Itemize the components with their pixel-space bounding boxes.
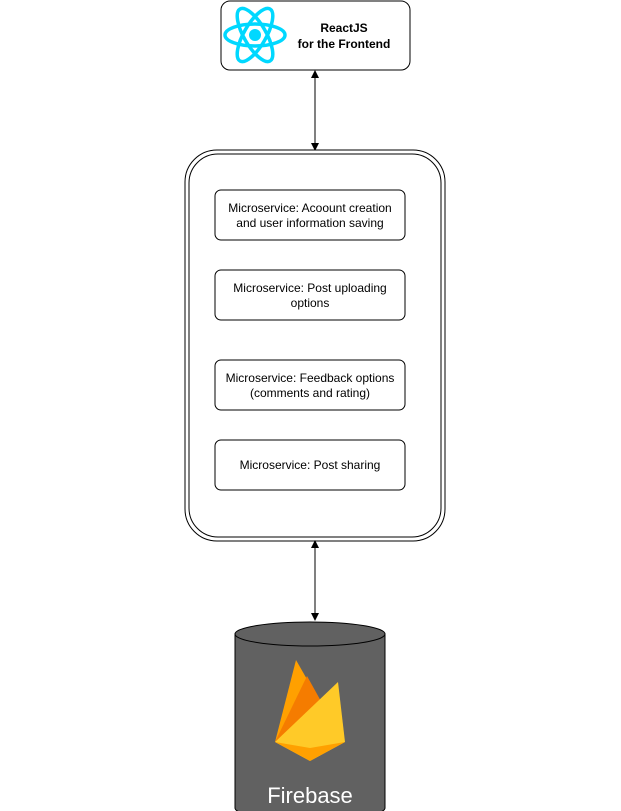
database-label: Firebase (267, 783, 353, 808)
frontend-node: ReactJS for the Frontend (220, 0, 411, 71)
microservice-account-creation: Microservice: Acoount creation and user … (214, 189, 406, 241)
firebase-database: Firebase (234, 621, 386, 811)
microservice-label-line1: Microservice: Acoount creation (228, 201, 391, 215)
microservice-label-line1: Microservice: Post uploading (233, 281, 386, 295)
microservice-label-line2: options (291, 296, 330, 310)
microservice-feedback: Microservice: Feedback options (comments… (214, 359, 406, 411)
microservice-label-line1: Microservice: Feedback options (226, 371, 395, 385)
microservice-post-uploading: Microservice: Post uploading options (214, 269, 406, 321)
microservice-label-line2: and user information saving (236, 216, 383, 230)
firebase-flame-icon (275, 660, 345, 761)
microservice-label-line1: Microservice: Post sharing (240, 458, 381, 472)
microservice-post-sharing: Microservice: Post sharing (214, 439, 406, 491)
frontend-subtitle: for the Frontend (298, 37, 391, 51)
frontend-title: ReactJS (320, 21, 367, 35)
microservice-label-line2: (comments and rating) (250, 386, 370, 400)
